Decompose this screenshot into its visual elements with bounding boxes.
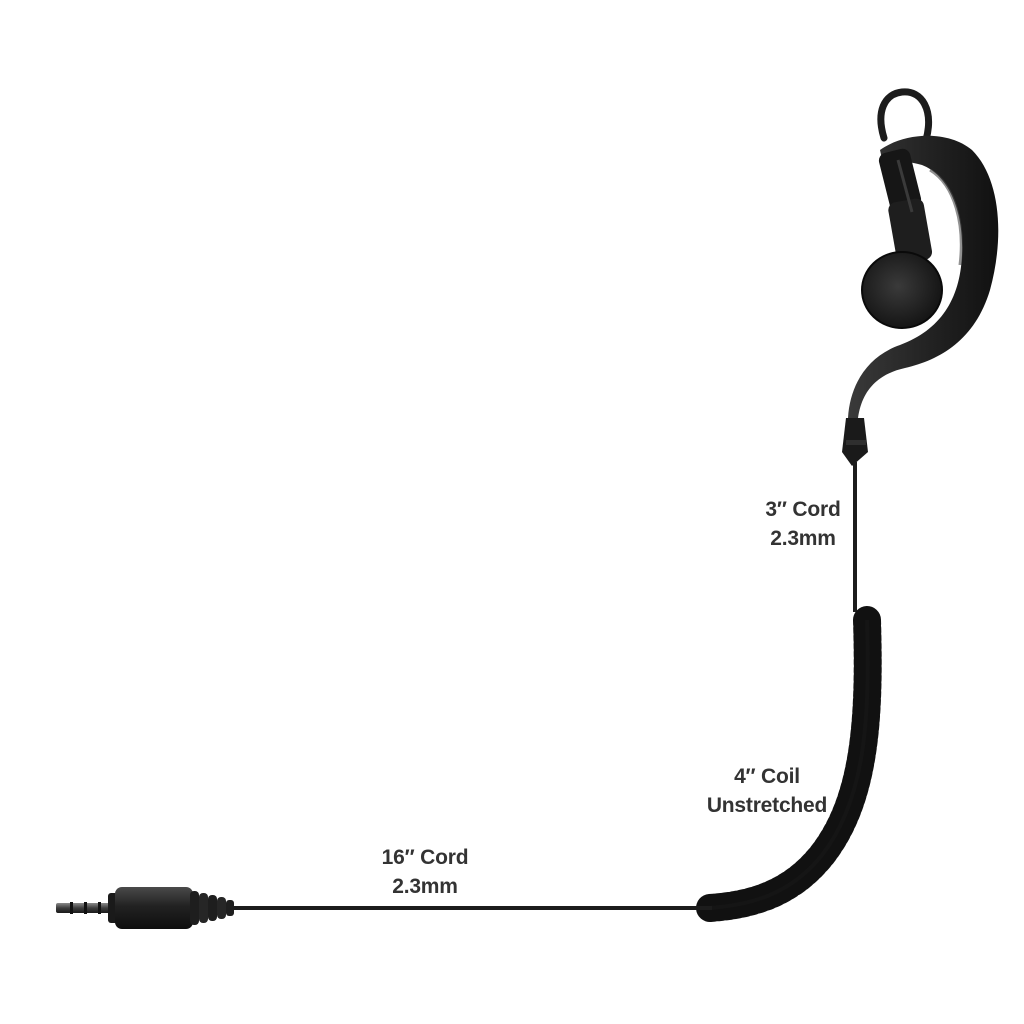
lower-cord-label: 16″ Cord 2.3mm xyxy=(360,843,490,901)
coil-state: Unstretched xyxy=(706,794,828,817)
earpiece-icon xyxy=(842,88,999,466)
upper-cord-label: 3″ Cord 2.3mm xyxy=(748,495,858,553)
upper-cord-length: 3″ Cord xyxy=(765,498,841,521)
upper-cord-gauge: 2.3mm xyxy=(770,527,836,550)
coil-length: 4″ Coil xyxy=(734,765,800,788)
lower-cord-length: 16″ Cord xyxy=(381,846,469,869)
plug-icon xyxy=(56,887,234,929)
lower-cord-gauge: 2.3mm xyxy=(392,875,458,898)
coil-cord-icon xyxy=(696,606,882,922)
coil-label: 4″ Coil Unstretched xyxy=(686,762,848,820)
